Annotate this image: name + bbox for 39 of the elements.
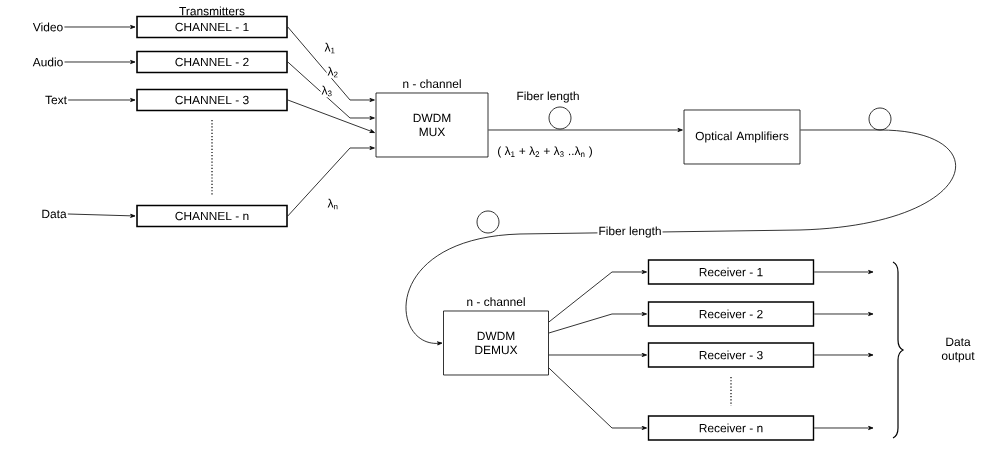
node-caption: n - channel bbox=[403, 79, 461, 89]
arrow bbox=[287, 61, 375, 120]
arrow bbox=[287, 99, 375, 133]
demux-box: DWDM DEMUX bbox=[443, 310, 549, 376]
arrow bbox=[64, 60, 136, 64]
title-label: Transmitters bbox=[179, 6, 245, 16]
input-label: Audio bbox=[32, 57, 63, 67]
receiver-box: Receiver - n bbox=[647, 415, 815, 441]
node-caption: n - channel bbox=[467, 297, 525, 307]
edge-label: Fiber length bbox=[597, 225, 663, 239]
arrow bbox=[67, 97, 136, 102]
arrow bbox=[405, 129, 957, 346]
output-label: Data output bbox=[941, 337, 975, 363]
mux-box: DWDM MUX bbox=[375, 92, 489, 158]
channel-box: CHANNEL - n bbox=[136, 204, 288, 228]
input-label: Video bbox=[32, 22, 63, 32]
receiver-box: Receiver - 2 bbox=[647, 301, 815, 327]
arrow bbox=[287, 26, 375, 102]
channel-box: CHANNEL - 3 bbox=[136, 88, 288, 112]
arrow bbox=[813, 270, 874, 274]
receiver-box: Receiver - 3 bbox=[647, 342, 815, 368]
arrow bbox=[488, 127, 683, 132]
arrow bbox=[548, 312, 647, 334]
receiver-box: Receiver - 1 bbox=[647, 259, 815, 285]
arrow bbox=[548, 352, 647, 357]
edge-label: Fiber length bbox=[515, 90, 581, 104]
arrow bbox=[64, 25, 136, 29]
channel-box: CHANNEL - 2 bbox=[136, 50, 288, 74]
arrow bbox=[67, 213, 136, 218]
input-label: Text bbox=[45, 95, 67, 105]
arrow bbox=[813, 425, 874, 430]
amplifier-box: Optical Amplifiers bbox=[683, 109, 801, 165]
arrow bbox=[287, 146, 375, 217]
arrow bbox=[548, 367, 647, 430]
arrow bbox=[548, 270, 647, 323]
arrow bbox=[813, 352, 874, 357]
channel-box: CHANNEL - 1 bbox=[136, 15, 288, 39]
input-label: Data bbox=[42, 209, 67, 219]
arrow bbox=[813, 312, 874, 316]
